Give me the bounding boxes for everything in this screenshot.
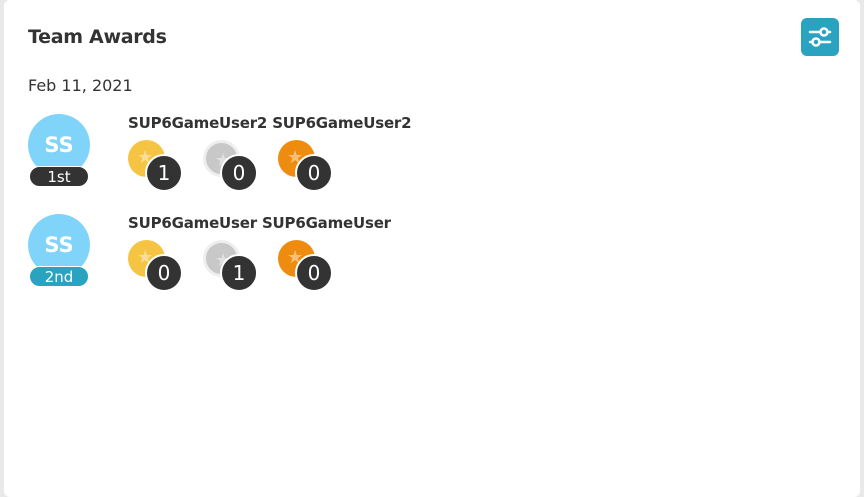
silver-medal: ★1 bbox=[203, 240, 263, 292]
silver-count: 1 bbox=[220, 254, 258, 292]
award-entry: SS 1st SUP6GameUser2 SUP6GameUser2 ★1 ★0… bbox=[28, 114, 628, 204]
user-name: SUP6GameUser SUP6GameUser bbox=[128, 214, 391, 232]
card-title: Team Awards bbox=[28, 26, 167, 48]
filter-button[interactable] bbox=[801, 18, 839, 56]
gold-count: 0 bbox=[145, 254, 183, 292]
bronze-count: 0 bbox=[295, 254, 333, 292]
user-name: SUP6GameUser2 SUP6GameUser2 bbox=[128, 114, 412, 132]
award-entry: SS 2nd SUP6GameUser SUP6GameUser ★0 ★1 ★… bbox=[28, 214, 628, 304]
bronze-medal: ★0 bbox=[278, 140, 338, 192]
gold-medal: ★0 bbox=[128, 240, 188, 292]
award-date: Feb 11, 2021 bbox=[28, 76, 133, 95]
team-awards-card: Team Awards Feb 11, 2021 SS 1st SUP6Game… bbox=[4, 0, 860, 497]
gold-medal: ★1 bbox=[128, 140, 188, 192]
rank-badge: 2nd bbox=[29, 266, 89, 287]
silver-medal: ★0 bbox=[203, 140, 263, 192]
sliders-icon bbox=[808, 27, 832, 47]
bronze-medal: ★0 bbox=[278, 240, 338, 292]
bronze-count: 0 bbox=[295, 154, 333, 192]
rank-badge: 1st bbox=[29, 166, 89, 187]
avatar: SS bbox=[28, 214, 90, 276]
silver-count: 0 bbox=[220, 154, 258, 192]
gold-count: 1 bbox=[145, 154, 183, 192]
avatar: SS bbox=[28, 114, 90, 176]
